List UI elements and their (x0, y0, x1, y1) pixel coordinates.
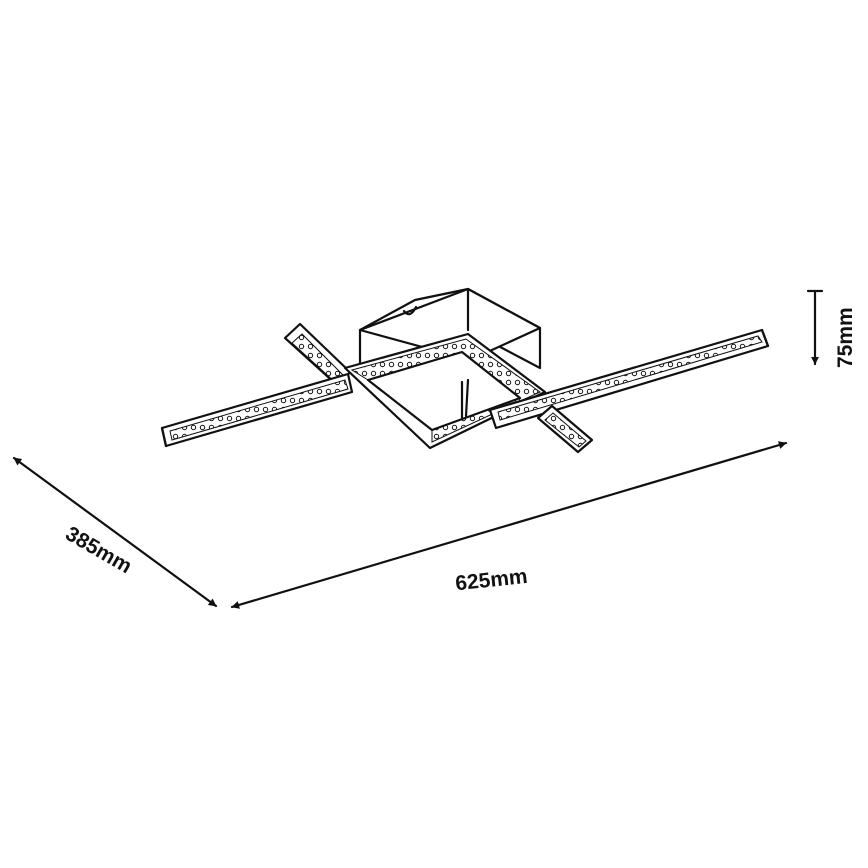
square-frame (343, 332, 547, 450)
width-label: 625mm (454, 565, 528, 595)
bar-right (488, 328, 770, 430)
height-label: 75mm (834, 307, 857, 368)
width-dimension: 625mm (230, 441, 788, 609)
bar-left (160, 372, 354, 448)
arm-lower-right (536, 404, 594, 454)
height-dimension: 75mm (806, 289, 857, 368)
depth-dimension: 385mm (12, 456, 218, 608)
depth-label: 385mm (61, 522, 135, 578)
